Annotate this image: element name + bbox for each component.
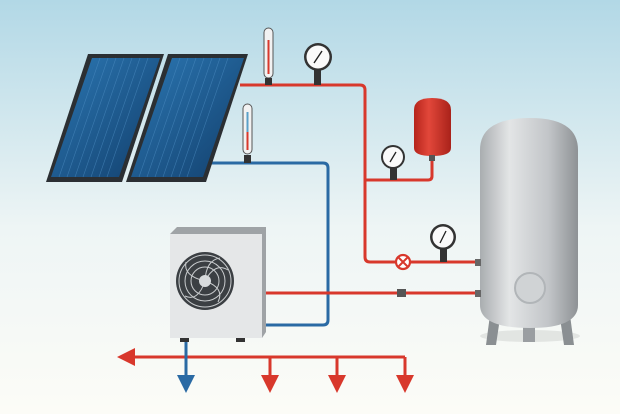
solar-panel	[131, 58, 244, 177]
expansion-vessel	[414, 98, 451, 161]
pressure-gauge-icon	[381, 145, 405, 180]
solar-collectors	[46, 54, 248, 182]
thermometer-icon	[242, 103, 253, 163]
fan-icon	[176, 252, 234, 310]
tank-hatch	[514, 272, 546, 304]
storage-tank	[475, 118, 580, 345]
shutoff-valve-icon[interactable]	[394, 253, 412, 271]
heat-pump	[170, 227, 266, 342]
expansion-branch-pipe	[365, 150, 434, 182]
pipes	[117, 83, 478, 393]
hot-supply-pipe	[240, 83, 478, 264]
solar-panel	[51, 58, 160, 177]
cold-return-pipe	[205, 161, 330, 327]
pressure-gauge-icon	[304, 43, 332, 85]
pipe-coupling	[397, 289, 406, 297]
pressure-gauge-icon	[430, 224, 456, 262]
thermometer-icon	[263, 27, 274, 85]
